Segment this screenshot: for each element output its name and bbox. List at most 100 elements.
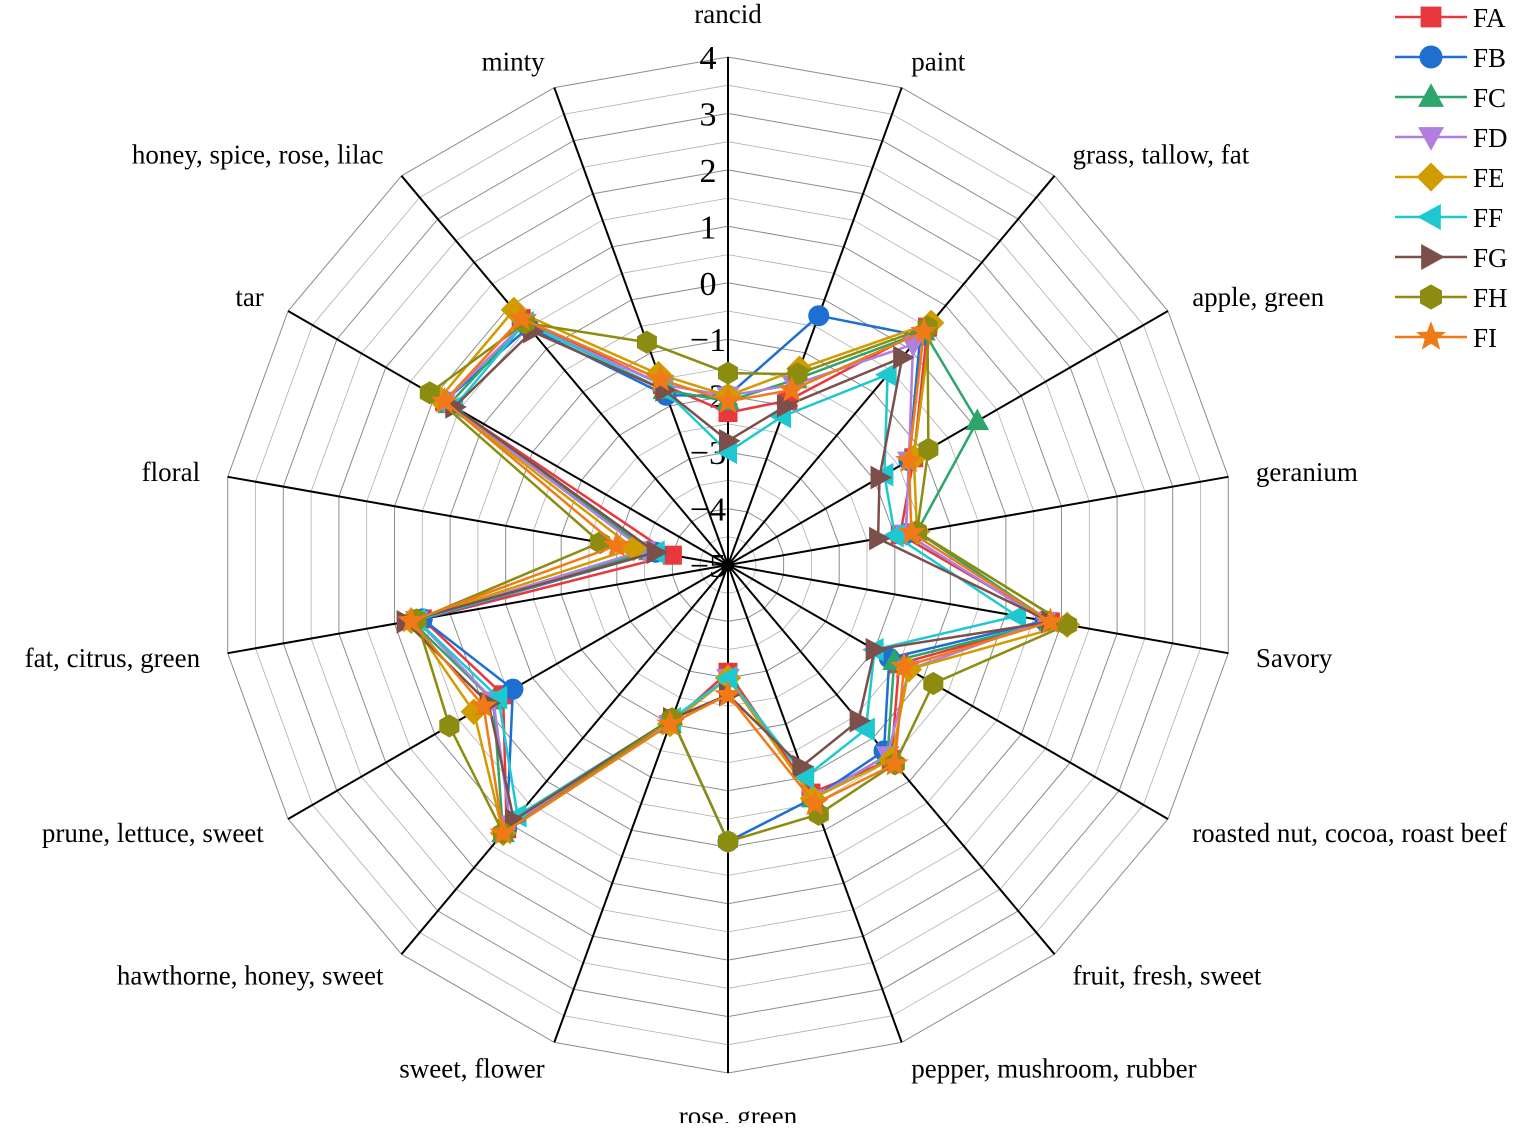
spoke-6 bbox=[727, 564, 1169, 820]
category-label: rose, green bbox=[679, 1101, 798, 1123]
legend-marker bbox=[1416, 162, 1446, 192]
legend-item-FA: FA bbox=[1395, 3, 1506, 33]
data-point-FH bbox=[636, 330, 657, 354]
legend-label: FC bbox=[1473, 83, 1506, 113]
data-point-FH bbox=[718, 361, 738, 385]
data-point-FH bbox=[1057, 613, 1078, 637]
spoke-1 bbox=[727, 87, 903, 566]
data-point-FI bbox=[430, 386, 459, 413]
legend-item-FB: FB bbox=[1395, 43, 1506, 73]
data-point-FI bbox=[469, 691, 498, 718]
legend-item-FD: FD bbox=[1395, 123, 1508, 153]
legend-item-FI: FI bbox=[1395, 321, 1497, 353]
category-label: minty bbox=[482, 46, 546, 76]
data-point-FI bbox=[910, 317, 938, 344]
legend-marker bbox=[1418, 127, 1444, 151]
spoke-3 bbox=[727, 310, 1169, 566]
tick-label: −1 bbox=[690, 322, 726, 359]
data-point-FI bbox=[397, 606, 425, 633]
category-label: hawthorne, honey, sweet bbox=[117, 961, 384, 991]
legend-label: FB bbox=[1473, 43, 1506, 73]
data-point-FI bbox=[890, 652, 918, 679]
data-point-FG bbox=[646, 540, 669, 565]
data-point-FG bbox=[893, 345, 915, 370]
data-point-FI bbox=[895, 446, 923, 473]
data-point-FH bbox=[923, 671, 944, 696]
tick-label: 4 bbox=[700, 40, 717, 77]
data-point-FG bbox=[865, 637, 888, 662]
data-point-FH bbox=[718, 830, 738, 854]
legend-item-FC: FC bbox=[1395, 83, 1506, 113]
tick-label: 0 bbox=[700, 266, 717, 303]
data-point-FF bbox=[1004, 604, 1027, 628]
category-label: fat, citrus, green bbox=[25, 643, 201, 673]
legend-marker bbox=[1421, 244, 1445, 270]
data-point-FC bbox=[965, 408, 990, 431]
legend-marker bbox=[1420, 284, 1442, 310]
data-point-FI bbox=[489, 818, 517, 845]
legend-label: FA bbox=[1473, 3, 1506, 33]
category-label: floral bbox=[142, 457, 200, 487]
legend-marker bbox=[1419, 45, 1443, 69]
category-label: geranium bbox=[1256, 457, 1358, 487]
tick-label: 2 bbox=[700, 153, 717, 190]
tick-label: −5 bbox=[690, 548, 726, 585]
data-series bbox=[396, 296, 1081, 854]
spoke-4 bbox=[727, 475, 1229, 566]
data-point-FI bbox=[881, 749, 909, 776]
legend-label: FF bbox=[1473, 203, 1503, 233]
data-point-FI bbox=[656, 709, 684, 736]
category-label: sweet, flower bbox=[399, 1054, 544, 1084]
legend-marker bbox=[1420, 6, 1442, 28]
radar-spokes bbox=[227, 57, 1229, 1073]
spoke-15 bbox=[287, 310, 729, 566]
data-point-FI bbox=[646, 364, 675, 392]
category-label: roasted nut, cocoa, roast beef bbox=[1192, 818, 1507, 848]
data-point-FF bbox=[715, 666, 737, 690]
legend-item-FE: FE bbox=[1395, 162, 1505, 193]
spoke-16 bbox=[400, 175, 729, 566]
spoke-11 bbox=[400, 564, 729, 955]
legend-marker bbox=[1417, 204, 1441, 230]
legend-label: FD bbox=[1473, 123, 1508, 153]
data-point-FF bbox=[875, 362, 897, 387]
legend-label: FE bbox=[1473, 163, 1505, 193]
category-label: grass, tallow, fat bbox=[1073, 139, 1250, 169]
legend-marker bbox=[1416, 321, 1446, 350]
data-point-FA bbox=[662, 545, 682, 565]
data-point-FG bbox=[719, 428, 741, 453]
legend-label: FI bbox=[1473, 323, 1497, 353]
category-label: pepper, mushroom, rubber bbox=[911, 1054, 1196, 1084]
data-point-FI bbox=[801, 789, 829, 816]
data-point-FI bbox=[1036, 607, 1065, 634]
data-point-FB bbox=[808, 305, 830, 327]
data-point-FG bbox=[869, 526, 891, 551]
legend-item-FF: FF bbox=[1395, 203, 1503, 233]
tick-label: −4 bbox=[690, 492, 726, 529]
spoke-17 bbox=[553, 87, 729, 566]
data-point-FI bbox=[507, 304, 535, 331]
data-point-FG bbox=[870, 465, 893, 490]
spoke-10 bbox=[553, 564, 729, 1043]
legend-label: FH bbox=[1473, 283, 1508, 313]
data-point-FI bbox=[777, 375, 806, 402]
data-point-FG bbox=[776, 394, 799, 418]
legend-item-FG: FG bbox=[1395, 243, 1508, 273]
tick-label: 1 bbox=[700, 209, 717, 246]
category-label: prune, lettuce, sweet bbox=[42, 818, 264, 848]
series-FI bbox=[397, 304, 1065, 845]
category-label: tar bbox=[235, 282, 263, 312]
legend-marker bbox=[1418, 83, 1444, 107]
tick-label: 3 bbox=[700, 96, 717, 133]
spoke-13 bbox=[227, 564, 729, 655]
data-point-FI bbox=[714, 386, 742, 413]
legend-item-FH: FH bbox=[1395, 283, 1508, 313]
category-label: honey, spice, rose, lilac bbox=[132, 139, 384, 169]
category-label: apple, green bbox=[1192, 282, 1324, 312]
data-point-FI bbox=[714, 680, 742, 707]
category-label: Savory bbox=[1256, 643, 1333, 673]
data-point-FH bbox=[918, 437, 939, 461]
